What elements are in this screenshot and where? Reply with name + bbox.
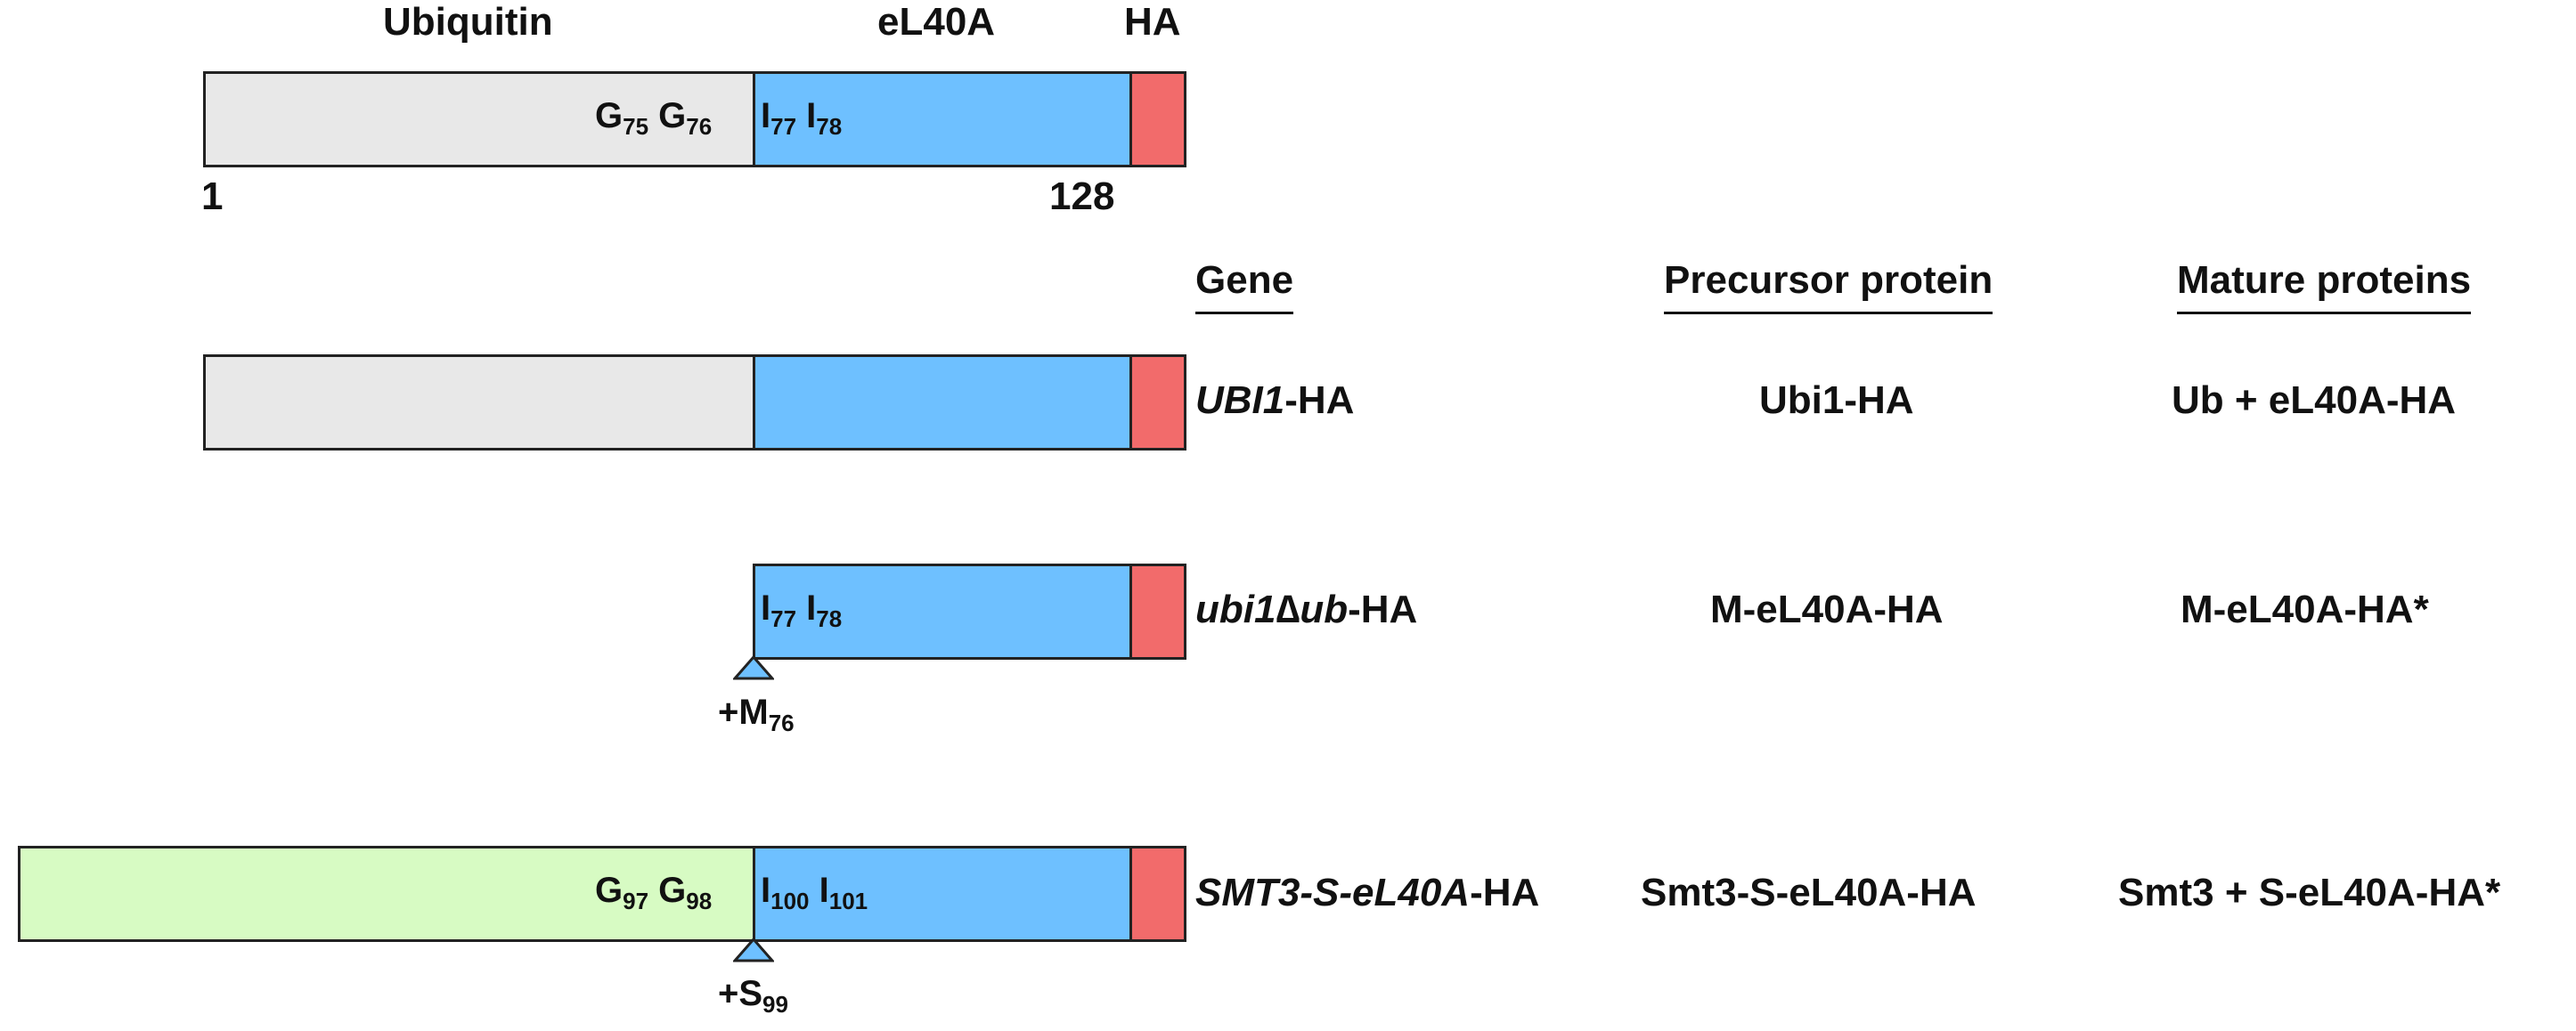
ubiquitin-domain: [203, 71, 755, 167]
precursor-ubi1: Ubi1-HA: [1759, 378, 1914, 422]
el40a-domain: [753, 564, 1132, 660]
insertion-s99: +S99: [718, 974, 788, 1018]
insertion-triangle-icon: [733, 938, 774, 962]
header-gene: Gene: [1195, 258, 1294, 314]
ha-tag: [1129, 71, 1186, 167]
residues-i100-i101: I100 I101: [761, 871, 868, 914]
insertion-triangle-icon: [733, 655, 774, 680]
residues-g97-g98: G97 G98: [595, 871, 713, 914]
gene-ubi1-delta-ub: ubi1∆ub-HA: [1195, 588, 1418, 631]
smt3-domain: [18, 846, 755, 942]
el40a-domain: [753, 354, 1132, 451]
mature-ubi1: Ub + eL40A-HA: [2172, 378, 2457, 422]
ha-tag: [1129, 354, 1186, 451]
precursor-smt3-s-el40a: Smt3-S-eL40A-HA: [1641, 871, 1977, 914]
gene-smt3-s-el40a: SMT3-S-eL40A-HA: [1195, 871, 1540, 914]
precursor-ubi1-delta-ub: M-eL40A-HA: [1710, 588, 1944, 631]
ubiquitin-label: Ubiquitin: [383, 0, 553, 44]
header-precursor: Precursor protein: [1664, 258, 1993, 314]
residues-i77-i78: I77 I78: [761, 589, 843, 632]
position-end: 128: [1049, 175, 1115, 218]
ha-tag: [1129, 846, 1186, 942]
el40a-domain: [753, 71, 1132, 167]
insertion-m76: +M76: [718, 693, 795, 736]
residues-i77-i78: I77 I78: [761, 96, 843, 140]
ha-label: HA: [1124, 0, 1181, 44]
el40a-label: eL40A: [877, 0, 996, 44]
position-start: 1: [201, 175, 224, 218]
gene-ubi1: UBI1-HA: [1195, 378, 1355, 422]
ubiquitin-domain: [203, 354, 755, 451]
residues-g75-g76: G75 G76: [595, 96, 713, 140]
header-mature: Mature proteins: [2177, 258, 2472, 314]
mature-smt3-s-el40a: Smt3 + S-eL40A-HA*: [2118, 871, 2501, 914]
ha-tag: [1129, 564, 1186, 660]
mature-ubi1-delta-ub: M-eL40A-HA*: [2181, 588, 2429, 631]
el40a-domain: [753, 846, 1132, 942]
